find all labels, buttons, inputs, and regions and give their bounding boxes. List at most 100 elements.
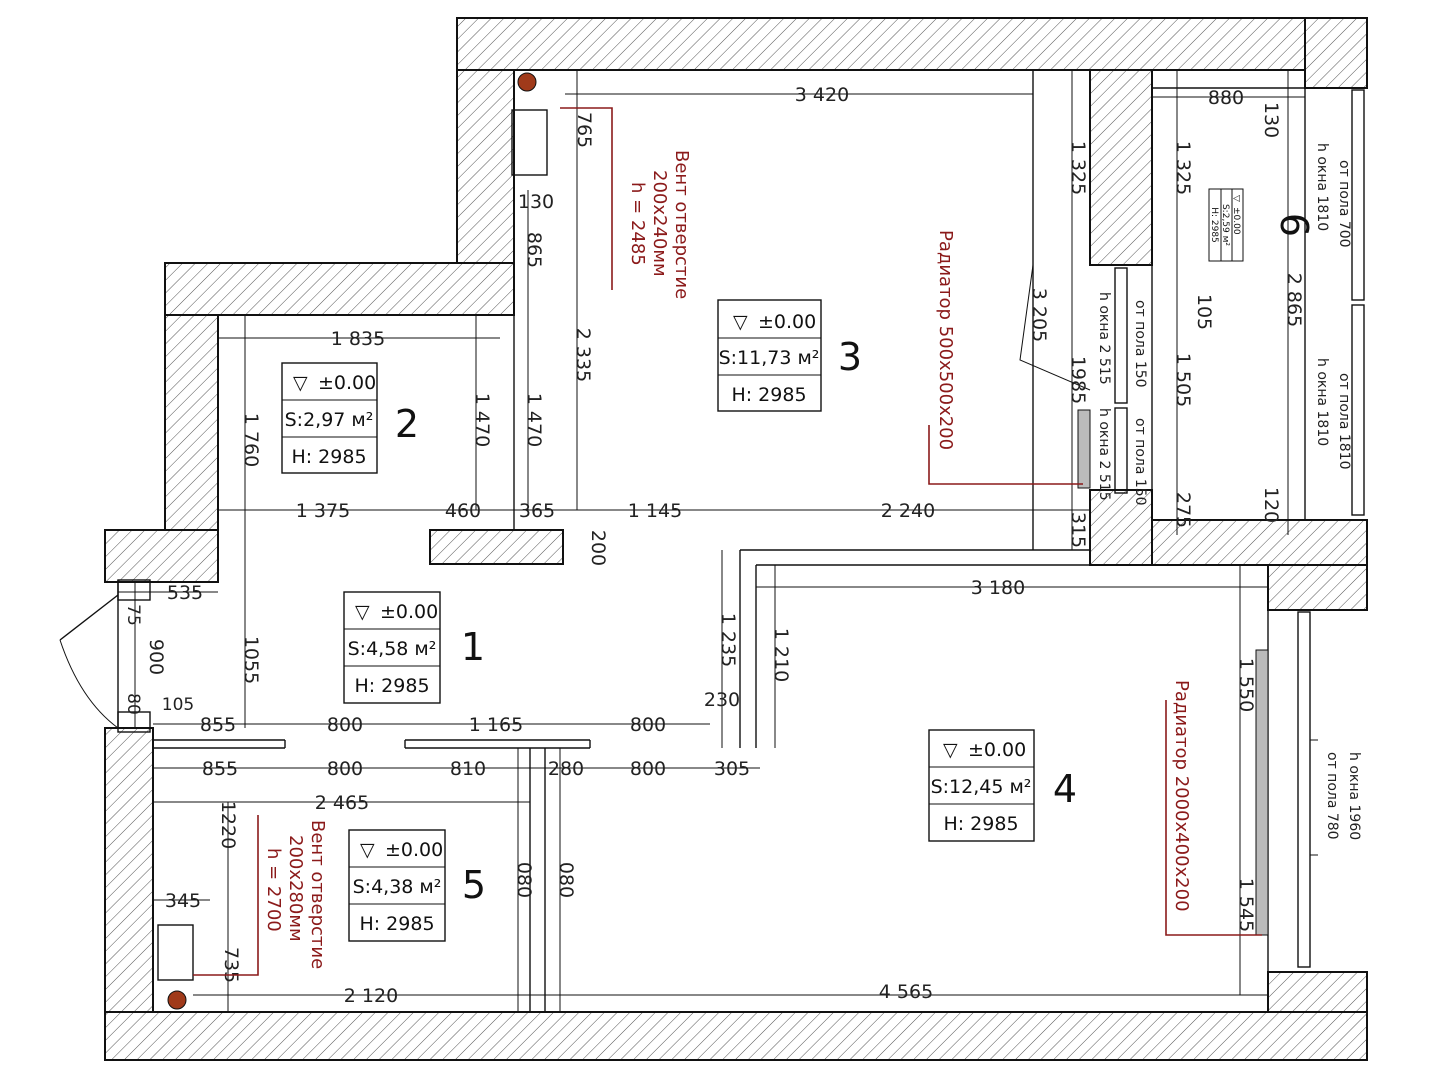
dim-535: 535 (167, 582, 203, 604)
dimension-lines (118, 70, 1305, 1012)
dim-1325a: 1 325 (1067, 141, 1089, 195)
vent-pipe-top (517, 72, 537, 92)
dim-230: 230 (704, 689, 740, 711)
room-number: 1 (461, 625, 485, 669)
walls (104, 17, 1368, 1061)
dim-3420: 3 420 (795, 84, 849, 106)
room-area: S:12,45 м² (931, 776, 1032, 798)
level-mark: ▽ (360, 839, 375, 861)
level-mark: ▽ (943, 739, 958, 761)
dim-2335: 2 335 (572, 328, 594, 382)
window-6a-note-line2: h окна 1810 (1314, 143, 1330, 231)
vent-box-top (511, 109, 548, 176)
dim-080b: 080 (555, 862, 577, 898)
vent-box-bottom (157, 924, 194, 981)
vent2-note-line3: h = 2700 (263, 848, 284, 932)
dim-105: 105 (1193, 294, 1215, 330)
room-number: 2 (395, 402, 419, 446)
dim-1550: 1 550 (1235, 658, 1257, 712)
dim-3180: 3 180 (971, 577, 1025, 599)
wall-balcony-bottom (1151, 519, 1368, 566)
window-6b-note-line2: h окна 1810 (1314, 358, 1330, 446)
dim-105b: 105 (162, 695, 194, 715)
dim-1505: 1 505 (1172, 353, 1194, 407)
vent1-note-line3: h = 2485 (627, 182, 648, 266)
windows (1114, 89, 1365, 968)
dim-1470b: 1 470 (523, 393, 545, 447)
dim-305: 305 (714, 758, 750, 780)
window-notes: от пола 700 h окна 1810 от пола 1810 h о… (1096, 143, 1362, 840)
vent-pipe-bottom (167, 990, 187, 1010)
room-number-6: 6 (1272, 213, 1316, 237)
window-6b-note-line1: от пола 1810 (1336, 373, 1352, 470)
dim-1220: 1220 (217, 801, 239, 849)
dim-1545: 1 545 (1235, 878, 1257, 932)
dim-1235: 1 235 (717, 613, 739, 667)
vent1-note-line1: Вент отверстие (671, 150, 692, 299)
room-tag-1: ▽ ±0.00 S:4,58 м² H: 2985 1 (343, 591, 485, 704)
room-area: S:2,97 м² (285, 409, 374, 431)
entrance-door (59, 579, 151, 733)
window-6b (1351, 304, 1365, 516)
dim-130b: 130 (518, 191, 554, 213)
dim-080a: 080 (513, 862, 535, 898)
dim-1325b: 1 325 (1172, 141, 1194, 195)
radiator1-note: Радиатор 500х500х200 (935, 230, 956, 450)
dim-2465: 2 465 (315, 792, 369, 814)
vent2-note-line2: 200х280мм (285, 835, 306, 942)
window-3b-note-line1: от пола 150 (1132, 418, 1148, 506)
vent1-note-line2: 200х240мм (649, 170, 670, 277)
room-tag-5: ▽ ±0.00 S:4,38 м² H: 2985 5 (348, 829, 486, 942)
dim-865: 865 (523, 232, 545, 268)
dim-1165: 1 165 (469, 714, 523, 736)
dim-1760: 1 760 (240, 413, 262, 467)
room-number: 4 (1053, 767, 1077, 811)
dim-3205: 3 205 (1028, 288, 1050, 342)
dim-1470a: 1 470 (471, 393, 493, 447)
window-3b-note-line2: h окна 2 515 (1096, 408, 1112, 501)
window-3b (1114, 407, 1128, 494)
level-mark: ▽ (293, 372, 308, 394)
level-mark: ▽ (355, 601, 370, 623)
room-tag-3: ▽ ±0.00 S:11,73 м² H: 2985 3 (717, 299, 862, 412)
dim-855a: 855 (200, 714, 236, 736)
wall-room2-left (164, 314, 219, 531)
window-3a-note-line1: от пола 150 (1132, 300, 1148, 388)
room-height: H: 2985 (359, 913, 434, 935)
dim-855b: 855 (202, 758, 238, 780)
balcony-door (1019, 264, 1091, 391)
dim-1210: 1 210 (770, 628, 792, 682)
window-6a-note-line1: от пола 700 (1336, 160, 1352, 248)
window-3a (1114, 267, 1128, 404)
dim-280: 280 (548, 758, 584, 780)
room-level: ±0.00 (318, 372, 376, 394)
dim-765: 765 (573, 112, 595, 148)
wall-top (456, 17, 1368, 71)
wall-room4-right-top (1267, 564, 1368, 611)
wall-partition-block (429, 529, 564, 565)
window-4 (1297, 611, 1311, 968)
level-mark: ▽ (1231, 195, 1241, 202)
room-area: S:4,58 м² (348, 638, 437, 660)
room-level: ±0.00 (1231, 207, 1241, 235)
dim-810: 810 (450, 758, 486, 780)
dim-880: 880 (1208, 87, 1244, 109)
room-height: H: 2985 (1209, 207, 1219, 243)
dim-4565: 4 565 (879, 981, 933, 1003)
room-level: ±0.00 (758, 311, 816, 333)
window-4-note-line1: h окна 1960 (1346, 752, 1362, 840)
wall-entrance (104, 529, 219, 583)
dim-800b: 800 (630, 714, 666, 736)
dim-800c: 800 (327, 758, 363, 780)
dim-1145: 1 145 (628, 500, 682, 522)
room-tag-6: ▽ ±0.00 S:2,59 м² H: 2985 (1208, 188, 1244, 262)
dim-2120: 2 120 (344, 985, 398, 1007)
wall-room3-right (1089, 69, 1153, 266)
dim-1375: 1 375 (296, 500, 350, 522)
room-number: 3 (838, 335, 862, 379)
radiator-room3 (1077, 409, 1091, 489)
dim-1055: 1055 (240, 636, 262, 684)
dim-75: 75 (123, 604, 143, 626)
dim-1835: 1 835 (331, 328, 385, 350)
